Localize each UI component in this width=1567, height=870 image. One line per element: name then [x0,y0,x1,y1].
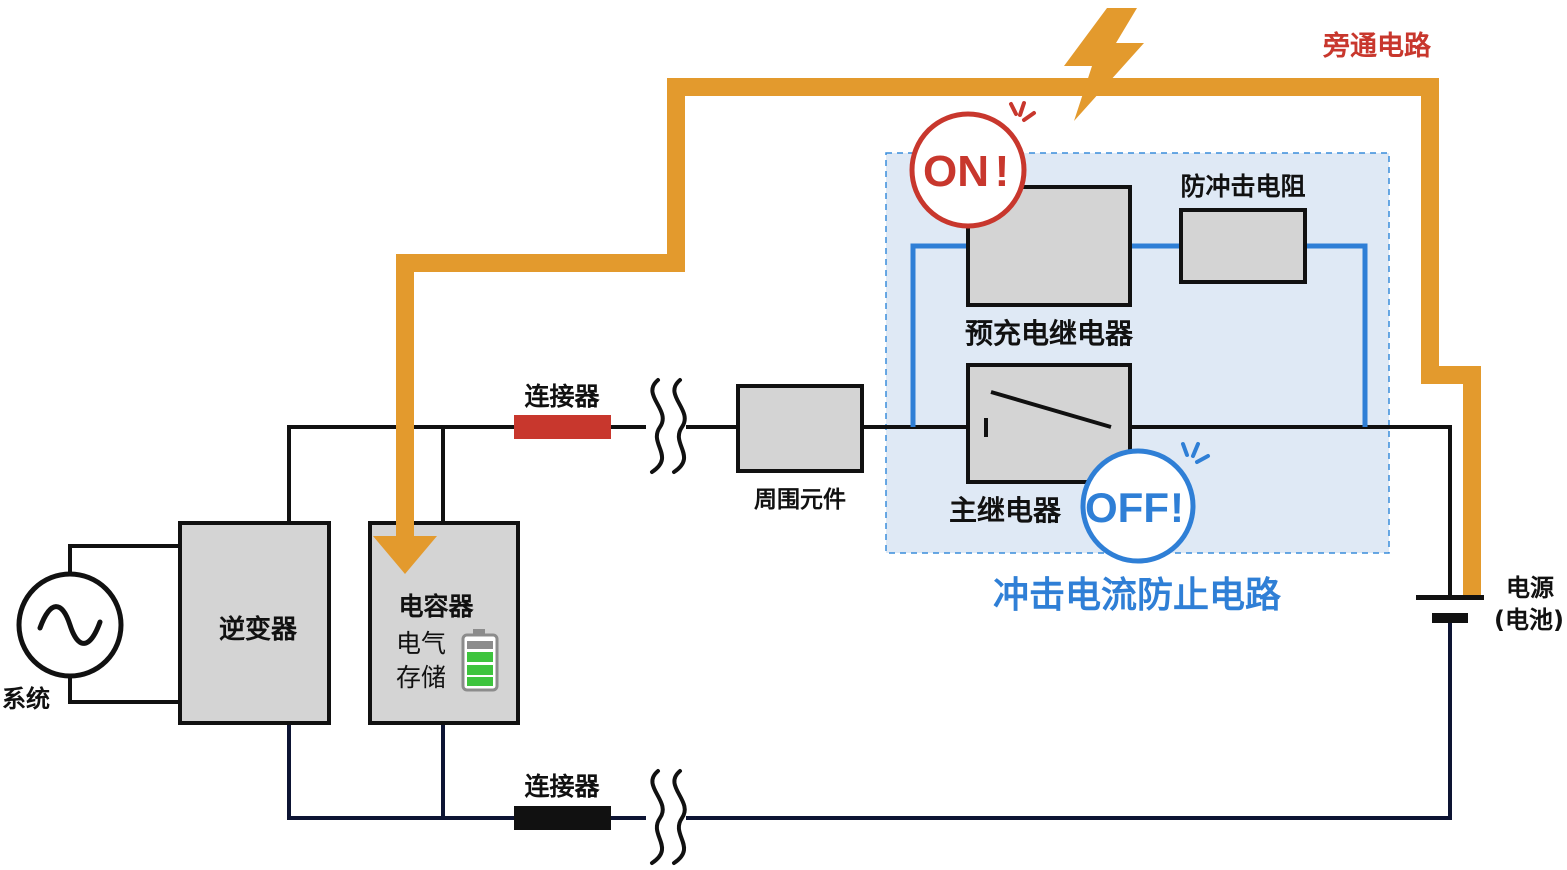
power-source-label-line1: 电源 [1506,574,1554,602]
inverter-label: 逆变器 [219,614,298,645]
switch-icon [984,390,1112,437]
inrush-prevention-title: 冲击电流防止电路 [993,575,1282,616]
break-symbol-top [650,378,687,474]
break-symbol-bottom [650,769,687,865]
on-badge-mark: ! [995,147,1010,196]
power-source-label-line2: (电池) [1494,606,1564,634]
bypass-path [396,78,1481,595]
connector-top-label: 连接器 [524,382,600,411]
on-badge-text: ON [923,147,989,196]
battery-symbol-icon [1416,595,1484,623]
system-label: 系统 [2,685,50,713]
connector-bottom [514,806,611,830]
anti-surge-resistor-label: 防冲击电阻 [1180,172,1305,201]
bottom-wire [287,620,1452,820]
precharge-relay-label: 预充电继电器 [965,317,1134,350]
connector-bottom-label: 连接器 [524,772,600,801]
lightning-icon [1064,8,1144,121]
battery-storage-icon [461,629,499,692]
bypass-arrow-icon [373,536,437,574]
connector-top [514,415,611,439]
bypass-circuit-label: 旁通电路 [1322,30,1432,62]
main-relay-label: 主继电器 [949,494,1062,527]
off-badge: OFF ! [1080,442,1210,564]
off-badge-mark: ! [1170,484,1184,531]
peripheral-component-label: 周围元件 [754,487,846,513]
on-badge: ON ! [909,101,1036,229]
ac-source-icon [16,571,124,679]
off-badge-text: OFF [1085,484,1169,531]
precharge-path [910,243,1368,427]
capacitor-note-line2: 存储 [396,663,446,692]
anti-surge-resistor-box [1179,208,1307,284]
top-wire [287,425,1452,597]
capacitor-label: 电容器 [398,592,474,621]
capacitor-note-line1: 电气 [396,629,446,658]
inverter-box [178,521,331,725]
peripheral-component-box [736,384,864,473]
